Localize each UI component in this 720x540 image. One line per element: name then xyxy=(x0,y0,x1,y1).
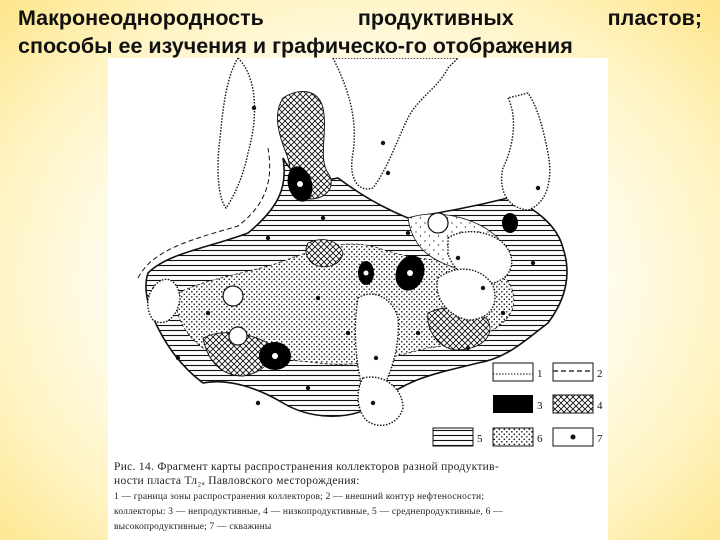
legend-number-2: 2 xyxy=(597,368,603,380)
title-word-2: продуктивных xyxy=(357,6,514,30)
caption-line-1: Рис. 14. Фрагмент карты распространения … xyxy=(114,461,499,473)
legend-text-2: коллекторы: 3 — непродуктивные, 4 — низк… xyxy=(114,507,503,517)
title-line-1: Макронеоднородность продуктивных пластов… xyxy=(18,4,702,32)
legend-text-3: высокопродуктивные; 7 — скважины xyxy=(114,522,272,532)
high-productive-zone xyxy=(305,239,344,268)
reservoir-map: 1 2 3 4 5 6 7 xyxy=(137,58,603,447)
non-collector-lobes xyxy=(147,58,551,427)
map-figure: 1 2 3 4 5 6 7 Рис. 14. Фрагмент карты ра… xyxy=(108,58,608,540)
wells xyxy=(175,105,541,406)
lens-wells xyxy=(272,181,413,359)
legend-number-4: 4 xyxy=(597,400,603,412)
figure-caption: Рис. 14. Фрагмент карты распространения … xyxy=(114,460,604,533)
legend-number-6: 6 xyxy=(537,433,543,445)
circled-wells xyxy=(222,212,449,346)
map-legend: 1 2 3 4 5 6 7 xyxy=(432,362,603,447)
slide-title: Макронеоднородность продуктивных пластов… xyxy=(18,4,702,60)
legend-number-3: 3 xyxy=(537,400,543,412)
caption-line-2: ности пласта Тл₂ₐ Павловского месторожде… xyxy=(114,475,360,487)
legend-number-5: 5 xyxy=(477,433,483,445)
legend-text-1: 1 — граница зоны распространения коллект… xyxy=(114,492,485,502)
title-word-1: Макронеоднородность xyxy=(18,6,264,30)
legend-number-1: 1 xyxy=(537,368,543,380)
legend-number-7: 7 xyxy=(597,433,603,445)
title-word-3: пластов; xyxy=(607,6,702,30)
oil-contour xyxy=(137,147,271,279)
title-line-2: способы ее изучения и графическо-го отоб… xyxy=(18,34,573,58)
